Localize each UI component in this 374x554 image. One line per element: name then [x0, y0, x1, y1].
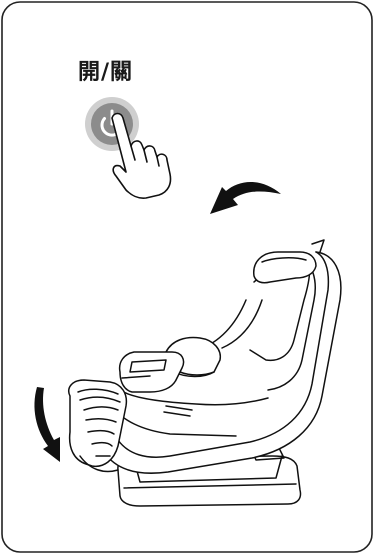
pointing-hand-icon [112, 114, 171, 199]
curved-arrow-icon [210, 182, 281, 214]
massage-chair-illustration [69, 240, 341, 506]
curved-arrow-down-icon [34, 387, 60, 462]
